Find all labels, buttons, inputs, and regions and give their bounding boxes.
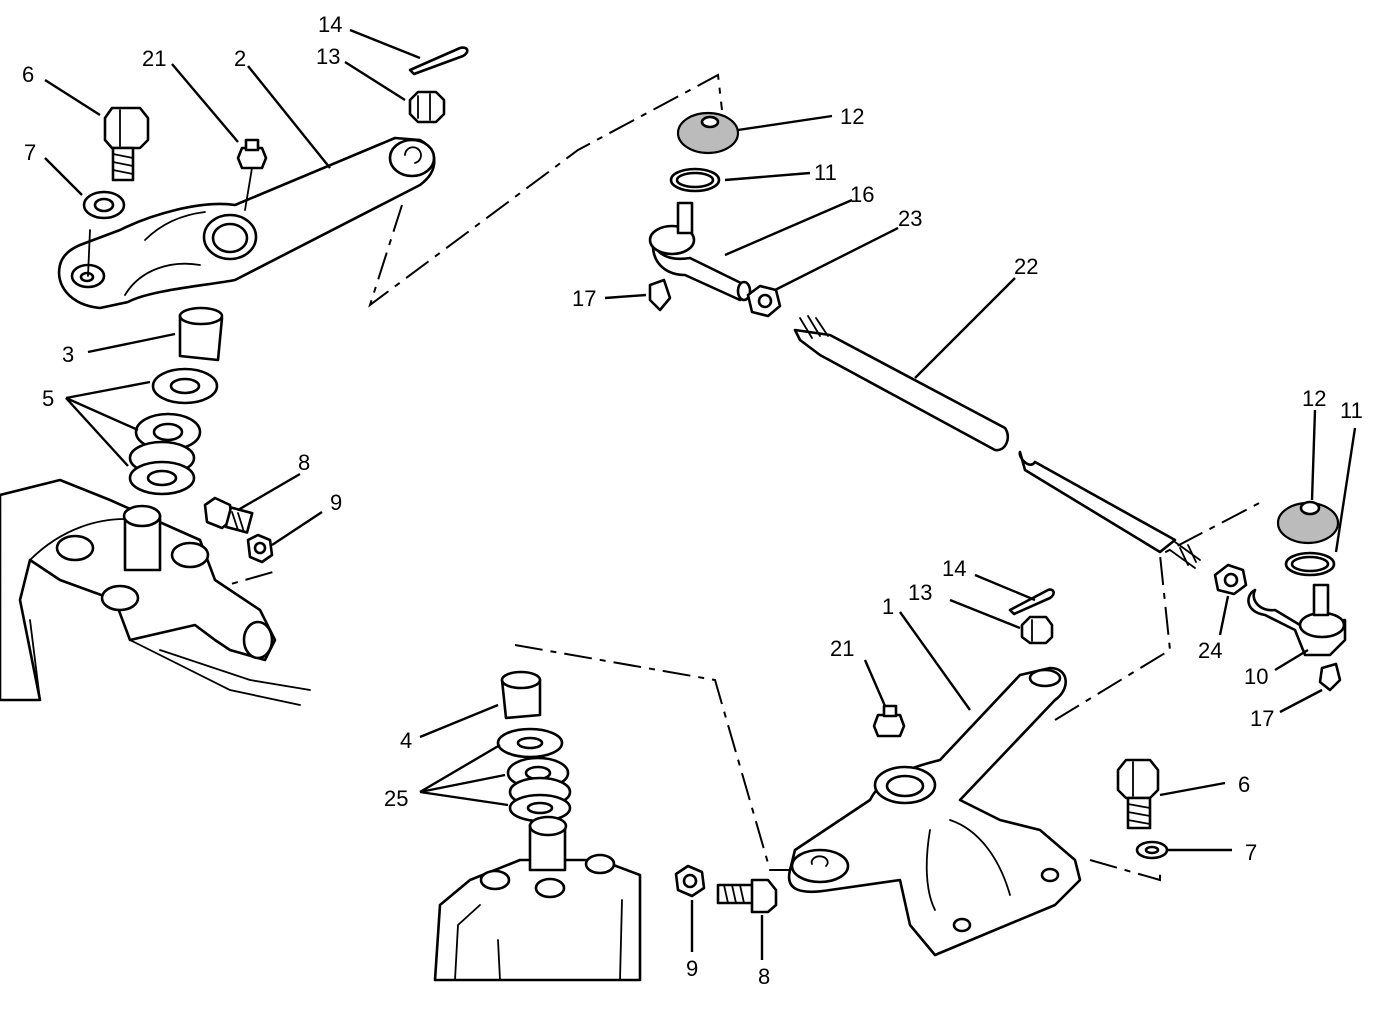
callout-24: 24 — [1198, 638, 1222, 663]
callout-22: 22 — [1014, 254, 1038, 279]
leader-lines — [44, 28, 1357, 960]
callout-10: 10 — [1244, 664, 1268, 689]
callout-17-right: 17 — [1250, 706, 1274, 731]
callout-9-bottom: 9 — [686, 956, 698, 981]
castle-nut-13-upper — [408, 90, 446, 124]
washers-25 — [496, 727, 572, 823]
washers-5 — [128, 367, 219, 496]
callout-13-top: 13 — [316, 44, 340, 69]
lock-washer-7-right — [1135, 840, 1169, 860]
bolt-6-upper — [103, 106, 150, 182]
tie-rod-end-10 — [1247, 583, 1347, 657]
callout-4: 4 — [400, 728, 412, 753]
callout-14-mid: 14 — [942, 556, 966, 581]
steering-gearbox-lower — [433, 815, 642, 982]
steering-arm-1 — [787, 666, 1082, 957]
callout-11-top: 11 — [814, 160, 837, 185]
callout-21-top: 21 — [142, 46, 166, 71]
nut-24 — [1213, 563, 1248, 596]
callout-14-top: 14 — [318, 12, 342, 37]
callout-8-top: 8 — [298, 450, 310, 475]
callout-3: 3 — [62, 342, 74, 367]
grease-fitting-17-right — [1318, 662, 1342, 692]
callout-23: 23 — [898, 206, 922, 231]
callout-12-top: 12 — [840, 104, 864, 129]
cotter-pin-14-mid — [1008, 588, 1055, 616]
callout-labels: 14 13 6 21 2 7 3 5 8 9 12 11 16 23 17 22… — [22, 12, 1363, 989]
callout-6-right: 6 — [1238, 772, 1250, 797]
grease-fitting-21-upper — [236, 138, 268, 211]
tie-rod-22 — [793, 315, 1201, 569]
callout-16: 16 — [850, 182, 874, 207]
steering-gearbox-upper — [0, 478, 311, 706]
nut-9-lower — [674, 864, 706, 898]
tie-rod-end-16 — [648, 201, 752, 302]
callout-11-right: 11 — [1340, 398, 1363, 423]
bushing-4 — [500, 670, 542, 720]
callout-12-right: 12 — [1302, 386, 1326, 411]
callout-5: 5 — [42, 386, 54, 411]
bolt-6-right — [1116, 758, 1160, 830]
callout-13-mid: 13 — [908, 580, 932, 605]
callout-7-right: 7 — [1245, 840, 1257, 865]
nut-9-upper — [246, 533, 274, 564]
grease-fitting-17-upper — [648, 278, 672, 312]
dust-boot-12-right — [1276, 500, 1340, 545]
callout-6-top: 6 — [22, 62, 34, 87]
bolt-8-lower — [716, 878, 778, 914]
retaining-ring-11-right — [1284, 551, 1336, 577]
callout-2: 2 — [234, 46, 246, 71]
cotter-pin-14-upper — [408, 46, 469, 76]
retaining-ring-11-upper — [669, 167, 721, 193]
callout-7-top: 7 — [24, 140, 36, 165]
jam-nut-23 — [746, 284, 782, 318]
castle-nut-13-mid — [1020, 615, 1054, 645]
callout-8-bottom: 8 — [758, 964, 770, 989]
callout-1: 1 — [882, 594, 894, 619]
bolt-8-upper — [203, 496, 254, 534]
callout-9-top: 9 — [330, 490, 342, 515]
callout-21-mid: 21 — [830, 636, 854, 661]
grease-fitting-21-mid — [872, 704, 906, 738]
callout-17-top: 17 — [572, 286, 596, 311]
callout-25: 25 — [384, 786, 408, 811]
pitman-arm-upper — [57, 136, 436, 310]
bushing-3 — [178, 306, 224, 362]
dust-boot-12-upper — [676, 111, 740, 155]
lock-washer-7-upper — [82, 190, 126, 220]
